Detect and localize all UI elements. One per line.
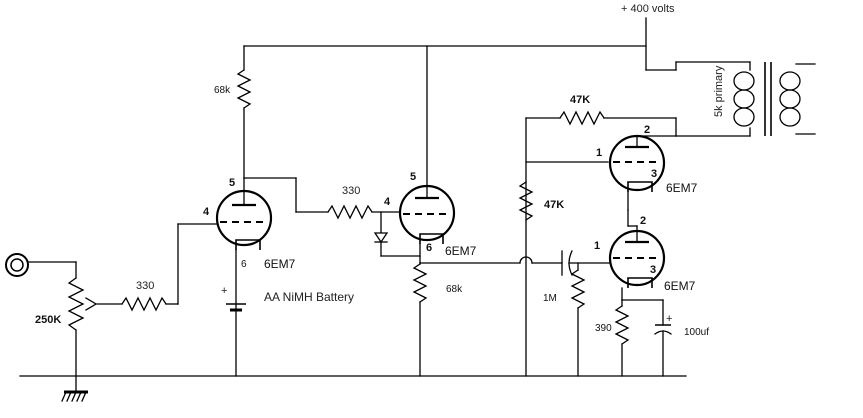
input-jack bbox=[5, 253, 77, 277]
feedback-resistor-top-label: 47K bbox=[570, 94, 590, 106]
v3-pin-cathode: 3 bbox=[651, 168, 657, 180]
grid-resistor-v4-label: 1M bbox=[543, 293, 557, 304]
cathode-resistor-v4: 390 bbox=[595, 299, 664, 377]
cathode-resistor-v4-label: 390 bbox=[595, 323, 612, 334]
grid-resistor-v4: 1M bbox=[543, 262, 586, 377]
tube-v2: 4 5 6 6EM7 bbox=[384, 45, 477, 264]
cathode-resistor-v2-label: 68k bbox=[446, 284, 463, 295]
v4-pin-cathode: 3 bbox=[650, 264, 656, 276]
supply-label: + 400 volts bbox=[621, 3, 675, 15]
grid-resistor-input: 330 bbox=[96, 223, 218, 312]
cathode-resistor-v2: 68k bbox=[412, 262, 463, 377]
plate-resistor-v1-label: 68k bbox=[214, 85, 231, 96]
v4-type-label: 6EM7 bbox=[664, 279, 696, 293]
v2-pin-cathode: 6 bbox=[426, 242, 432, 254]
transformer-label: 5k primary bbox=[713, 65, 725, 117]
pot-label: 250K bbox=[35, 314, 61, 326]
v1-pin-cathode: 6 bbox=[241, 259, 247, 270]
bypass-capacitor-polarity: + bbox=[666, 313, 672, 325]
output-transformer: 5k primary bbox=[675, 61, 816, 137]
v2-type-label: 6EM7 bbox=[445, 244, 477, 258]
ground-symbol bbox=[61, 390, 88, 402]
plate-resistor-v1: 68k bbox=[214, 45, 252, 179]
tube-v4: 1 2 3 6EM7 bbox=[594, 209, 696, 301]
grid-resistor-input-label: 330 bbox=[136, 280, 154, 292]
tube-v1: 4 5 6 6EM7 bbox=[203, 177, 296, 377]
v1-pin-plate: 5 bbox=[229, 177, 235, 189]
bypass-capacitor-label: 100uf bbox=[684, 327, 709, 338]
bias-battery: + AA NiMH Battery bbox=[221, 285, 354, 312]
volume-potentiometer: 250K bbox=[35, 261, 98, 391]
feedback-resistor-side-label: 47K bbox=[544, 199, 564, 211]
v2-pin-grid: 4 bbox=[384, 196, 391, 208]
v3-pin-plate: 2 bbox=[644, 124, 650, 136]
b-plus-rail: + 400 volts bbox=[243, 3, 677, 71]
clamp-diode bbox=[373, 211, 421, 257]
bypass-capacitor: + 100uf bbox=[654, 299, 709, 377]
battery-label: AA NiMH Battery bbox=[264, 290, 354, 304]
grid-resistor-v2: 330 bbox=[243, 177, 403, 220]
v3-type-label: 6EM7 bbox=[666, 181, 698, 195]
v4-pin-grid: 1 bbox=[594, 240, 600, 252]
battery-polarity: + bbox=[221, 285, 227, 297]
v1-type-label: 6EM7 bbox=[264, 257, 296, 271]
grid-resistor-v2-label: 330 bbox=[342, 185, 360, 197]
coupling-line bbox=[419, 250, 611, 276]
feedback-network: 47K 47K bbox=[518, 94, 677, 377]
v2-pin-plate: 5 bbox=[410, 171, 416, 183]
v4-pin-plate: 2 bbox=[640, 215, 646, 227]
v1-pin-grid: 4 bbox=[203, 206, 210, 218]
v3-pin-grid: 1 bbox=[596, 147, 602, 159]
tube-v3: 1 2 3 6EM7 bbox=[596, 124, 698, 211]
